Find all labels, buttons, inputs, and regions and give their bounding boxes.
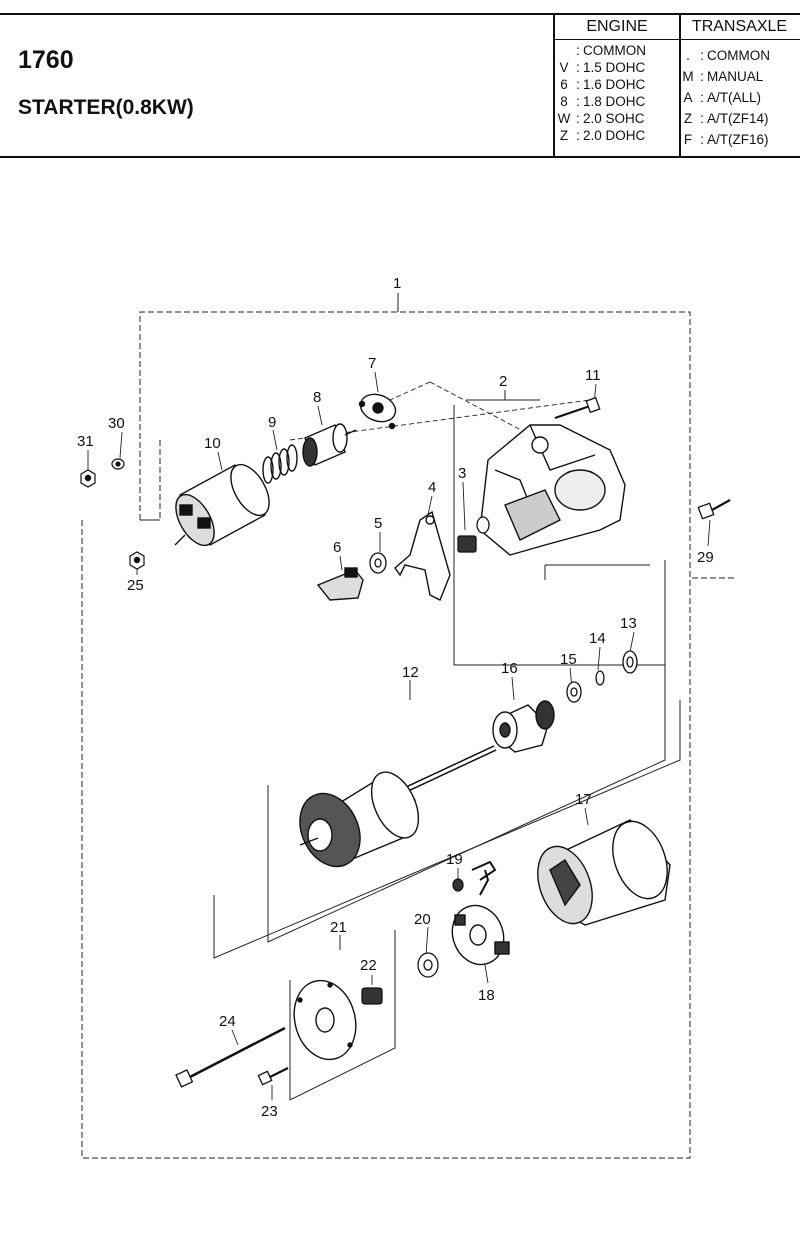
clip-part-19 <box>452 860 497 892</box>
callout-31: 31 <box>77 433 94 450</box>
callout-1: 1 <box>393 275 401 292</box>
callout-15: 15 <box>560 651 577 668</box>
callout-12: 12 <box>402 664 419 681</box>
holder-part-6 <box>316 567 364 601</box>
callout-18: 18 <box>478 987 495 1004</box>
through-bolt-part-24 <box>175 1026 286 1088</box>
callout-10: 10 <box>204 435 221 452</box>
callout-8: 8 <box>313 389 321 406</box>
spring-part-9 <box>262 444 298 484</box>
callout-14: 14 <box>589 630 606 647</box>
ring-part-13 <box>622 650 638 674</box>
washer-part-30 <box>111 458 125 470</box>
engine-legend-title: ENGINE <box>555 14 679 40</box>
callout-22: 22 <box>360 957 377 974</box>
callout-23: 23 <box>261 1103 278 1120</box>
callout-30: 30 <box>108 415 125 432</box>
transaxle-legend-row: .:COMMON <box>686 48 770 63</box>
header-top-rule <box>0 13 800 15</box>
callout-4: 4 <box>428 479 436 496</box>
shift-lever-part-4 <box>394 510 451 601</box>
part-group-code: 1760 <box>18 46 74 74</box>
transaxle-legend-row: F:A/T(ZF16) <box>683 132 769 147</box>
bolt-part-11 <box>554 396 601 420</box>
armature-part-12 <box>299 745 497 868</box>
callout-2: 2 <box>499 373 507 390</box>
callout-13: 13 <box>620 615 637 632</box>
washer-part-20 <box>417 952 439 978</box>
callout-25: 25 <box>127 577 144 594</box>
bushing-part-22 <box>361 987 383 1005</box>
nut-part-31 <box>80 469 96 488</box>
engine-legend-row: Z:2.0 DOHC <box>559 128 646 143</box>
header-bottom-rule <box>0 156 800 158</box>
transaxle-legend-row: Z:A/T(ZF14) <box>683 111 769 126</box>
transaxle-legend-title: TRANSAXLE <box>679 14 800 40</box>
clutch-part-16 <box>492 700 555 753</box>
ring-part-15 <box>566 681 582 703</box>
bolt-part-29 <box>697 499 731 520</box>
callout-9: 9 <box>268 414 276 431</box>
end-frame-part-21 <box>293 979 357 1061</box>
part-group-name: STARTER(0.8KW) <box>18 96 194 119</box>
callout-7: 7 <box>368 355 376 372</box>
ring-part-14 <box>595 670 605 686</box>
transaxle-legend: TRANSAXLE .:COMMON M:MANUAL A:A/T(ALL) Z… <box>679 14 800 156</box>
callout-labels: 1 2 3 4 5 6 7 8 9 10 11 12 13 14 15 16 1… <box>77 275 714 1120</box>
callout-6: 6 <box>333 539 341 556</box>
engine-legend-row: W:2.0 SOHC <box>557 111 645 126</box>
callout-5: 5 <box>374 515 382 532</box>
callout-11: 11 <box>585 367 601 384</box>
callout-3: 3 <box>458 465 466 482</box>
screw-part-23 <box>257 1067 289 1086</box>
transaxle-legend-row: M:MANUAL <box>682 69 764 84</box>
callout-24: 24 <box>219 1013 236 1030</box>
callout-17: 17 <box>575 791 592 808</box>
engine-legend-row: 6:1.6 DOHC <box>560 77 646 92</box>
callout-21: 21 <box>330 919 347 936</box>
engine-legend-row: :COMMON <box>576 43 646 58</box>
engine-legend: ENGINE :COMMON V:1.5 DOHC 6:1.6 DOHC 8:1… <box>553 14 681 156</box>
assembly-outline <box>81 293 735 1159</box>
yoke-part-17 <box>537 819 671 926</box>
plunger-part-8 <box>302 423 357 467</box>
header: 1760 STARTER(0.8KW) ENGINE :COMMON V:1.5… <box>0 0 800 160</box>
solenoid-part-10 <box>174 463 270 547</box>
gear-part-3 <box>457 516 490 553</box>
callout-16: 16 <box>501 660 518 677</box>
transaxle-legend-row: A:A/T(ALL) <box>683 90 762 105</box>
engine-legend-row: V:1.5 DOHC <box>559 60 646 75</box>
subgroup-outlines <box>213 390 681 1101</box>
callout-19: 19 <box>446 851 463 868</box>
engine-legend-row: 8:1.8 DOHC <box>560 94 646 109</box>
brush-holder-part-18 <box>451 869 510 966</box>
callout-20: 20 <box>414 911 431 928</box>
callout-29: 29 <box>697 549 714 566</box>
nut-part-25 <box>129 551 145 570</box>
drive-housing-part-2 <box>479 424 626 556</box>
cover-plate-part-7 <box>358 393 397 430</box>
washer-part-5 <box>369 552 387 574</box>
